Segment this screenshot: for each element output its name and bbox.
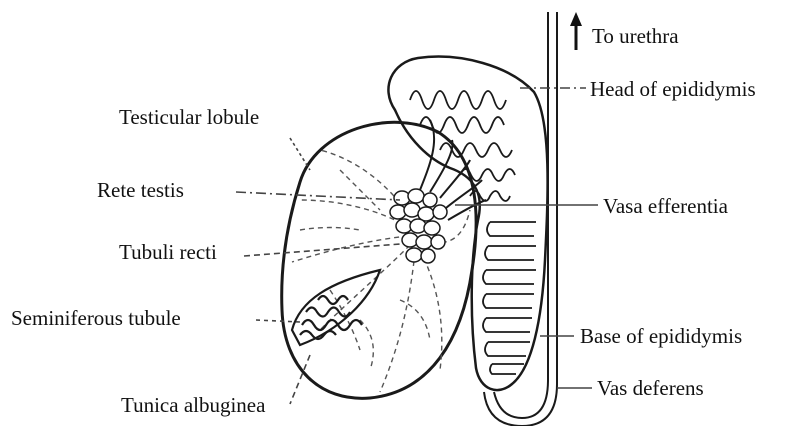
- label-tunica-albuginea: Tunica albuginea: [121, 393, 265, 417]
- label-tubuli-recti: Tubuli recti: [119, 240, 217, 264]
- urethra-arrow: [570, 12, 582, 50]
- label-vasa-efferentia: Vasa efferentia: [603, 194, 728, 218]
- label-base-of-epididymis: Base of epididymis: [580, 324, 742, 348]
- head-coils: [410, 91, 515, 201]
- label-testicular-lobule: Testicular lobule: [119, 105, 259, 129]
- label-to-urethra: To urethra: [592, 24, 679, 48]
- label-vas-deferens: Vas deferens: [597, 376, 704, 400]
- body-coils: [483, 222, 536, 374]
- label-head-of-epididymis: Head of epididymis: [590, 77, 756, 101]
- label-rete-testis: Rete testis: [97, 178, 184, 202]
- seminiferous-tubule-shape: [292, 270, 380, 345]
- label-seminiferous-tubule: Seminiferous tubule: [11, 306, 181, 330]
